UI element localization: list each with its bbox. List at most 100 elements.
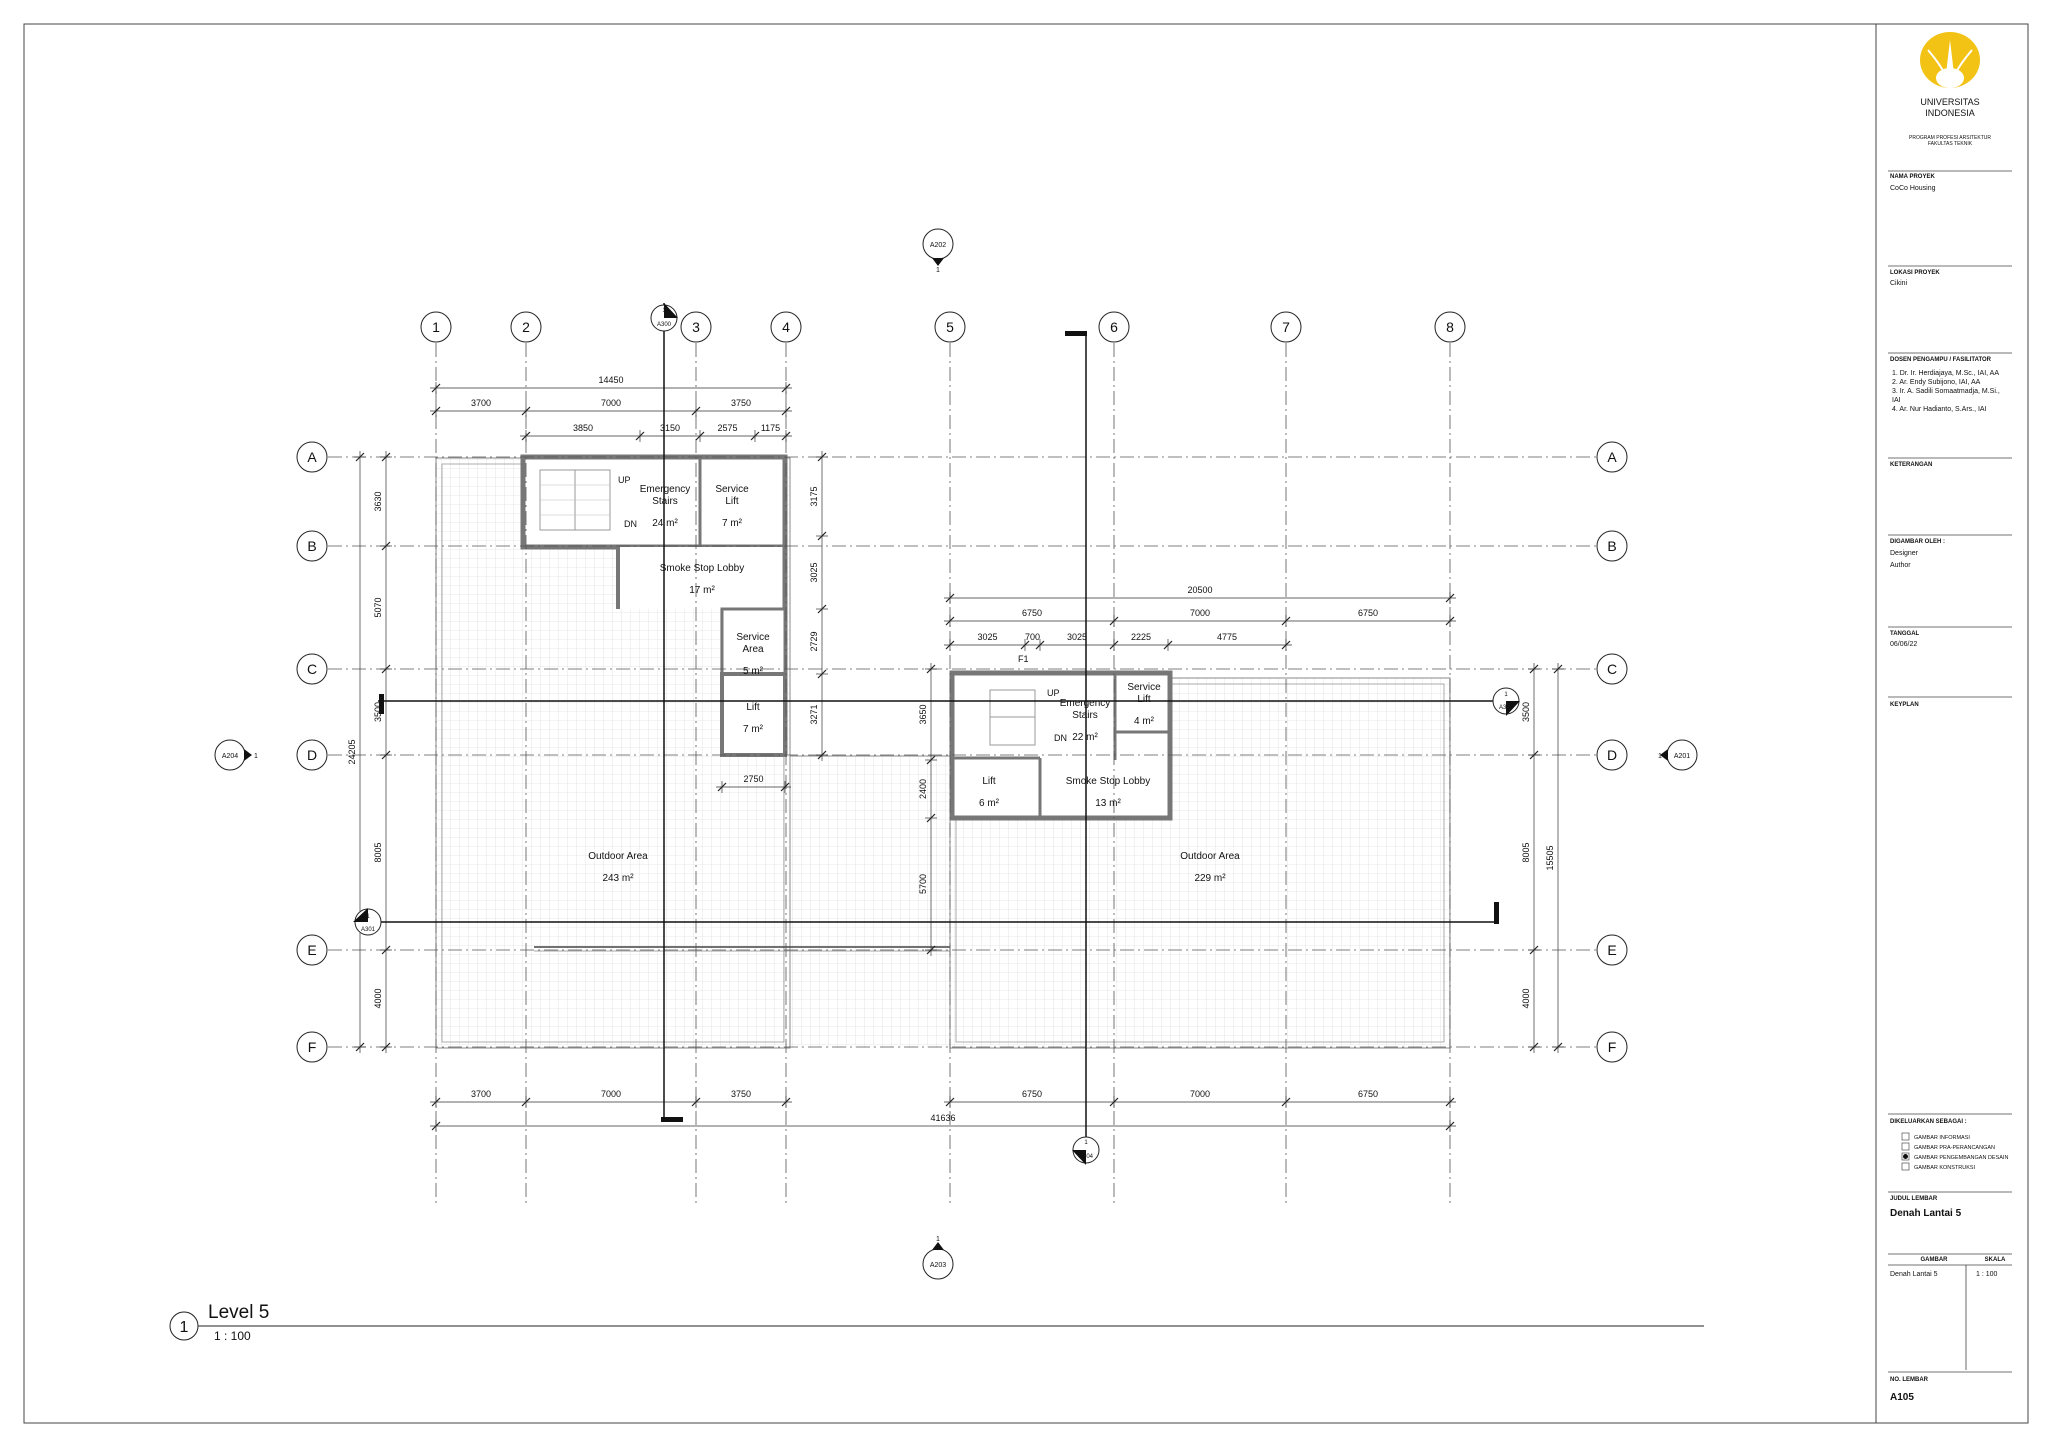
lecturer-3b: IAI <box>1892 397 1901 404</box>
date: 06/06/22 <box>1890 641 1917 648</box>
stair-f1-label: F1 <box>1018 654 1029 664</box>
dim-right-tick <box>945 616 955 626</box>
dim-right-core-text: 4775 <box>1217 632 1237 642</box>
section-tag-a301: 1 A301 <box>353 908 382 936</box>
stair-up-label-left: UP <box>618 475 631 485</box>
issued-checkbox <box>1901 1132 1910 1141</box>
dim-top-tick <box>781 406 791 416</box>
dim-bottom-right-tick <box>1109 1097 1119 1107</box>
grid-label-7: 7 <box>1282 319 1290 335</box>
grid-label-D-left: D <box>307 747 317 763</box>
grid-bubble-2 <box>510 311 542 343</box>
program-line-2: FAKULTAS TEKNIK <box>1928 141 1973 147</box>
room-9-area: 6 m² <box>979 798 1000 809</box>
title-block: UNIVERSITAS INDONESIA PROGRAM PROFESI AR… <box>1888 32 2012 1403</box>
issued-option-label: GAMBAR PENGEMBANGAN DESAIN <box>1914 1155 2008 1161</box>
grid-label-B-right: B <box>1607 538 1616 554</box>
dim-core2-left-text: 3650 <box>918 704 928 724</box>
room-4-name: Service <box>736 632 770 643</box>
dim-core1-bottom-tick <box>717 782 727 792</box>
stair-up-label-right: UP <box>1047 688 1060 698</box>
room-7-name: Stairs <box>1072 710 1098 721</box>
dim-top-text: 3750 <box>731 398 751 408</box>
dim-right-overall-vert-text: 15505 <box>1545 845 1555 870</box>
issued-label: DIKELUARKAN SEBAGAI : <box>1890 1119 1967 1125</box>
grid-label-E-right: E <box>1607 942 1616 958</box>
dim-core1-bottom-tick <box>780 782 790 792</box>
dim-left-overall-tick <box>355 1042 365 1052</box>
dim-core1-right-tick <box>817 669 827 679</box>
drawing-scale: 1 : 100 <box>1976 1271 1998 1278</box>
issued-option-label: GAMBAR INFORMASI <box>1914 1135 1970 1141</box>
grid-bubble-E-left <box>296 934 328 966</box>
dim-right-core-tick <box>1020 640 1030 650</box>
stair-dn-label-right: DN <box>1054 733 1067 743</box>
elevation-tag-a203: A203 1 <box>922 1236 954 1280</box>
dim-top-core-tick <box>750 431 760 441</box>
section-tag-a304: 1 A304 <box>1072 1136 1100 1165</box>
sheet-no-label: NO. LEMBAR <box>1890 1377 1929 1383</box>
elevation-tag-a202: A202 1 <box>922 228 954 274</box>
dim-bottom-right-tick <box>945 1097 955 1107</box>
dim-bottom-left-text: 3750 <box>731 1089 751 1099</box>
program-line-1: PROGRAM PROFESI ARSITEKTUR <box>1909 135 1991 141</box>
grid-label-3: 3 <box>692 319 700 335</box>
dim-right-core-tick <box>945 640 955 650</box>
grid-bubble-B-right <box>1596 530 1628 562</box>
university-logo <box>1920 32 1980 88</box>
project-name-label: NAMA PROYEK <box>1890 174 1935 180</box>
grid-label-C-right: C <box>1607 661 1617 677</box>
grid-bubble-F-right <box>1596 1031 1628 1063</box>
view-scale: 1 : 100 <box>214 1329 251 1343</box>
grid-bubble-F-left <box>296 1031 328 1063</box>
dim-right-tick <box>1281 616 1291 626</box>
grid-label-D-right: D <box>1607 747 1617 763</box>
grid-label-F-left: F <box>308 1039 317 1055</box>
dim-top-core-text: 2575 <box>717 423 737 433</box>
grid-bubble-A-right <box>1596 441 1628 473</box>
dim-top-core-tick <box>781 431 791 441</box>
dim-top-core-tick <box>635 431 645 441</box>
sheet-border <box>23 23 2029 1424</box>
dim-left-tick <box>381 452 391 462</box>
room-8-area: 4 m² <box>1134 716 1155 727</box>
grid-bubble-D-right <box>1596 739 1628 771</box>
dim-right-core-tick <box>1109 640 1119 650</box>
grid-label-C-left: C <box>307 661 317 677</box>
room-8-name: Lift <box>1137 694 1151 705</box>
lecturer-1: 1. Dr. Ir. Herdiajaya, M.Sc., IAI, AA <box>1892 370 1999 377</box>
dim-bottom-left-text: 7000 <box>601 1089 621 1099</box>
grid-label-1: 1 <box>432 319 440 335</box>
issued-checkbox <box>1901 1142 1910 1151</box>
issued-checkbox-mark <box>1903 1154 1908 1159</box>
view-name: Level 5 <box>208 1302 269 1323</box>
drawn-by-2: Author <box>1890 562 1911 569</box>
dim-top-overall-text: 14450 <box>598 375 623 385</box>
lecturer-3: 3. Ir. A. Sadili Somaatmadja, M.Si., <box>1892 388 2000 395</box>
dim-left-text: 8005 <box>373 842 383 862</box>
dim-left-tick <box>381 750 391 760</box>
grid-label-A-right: A <box>1607 449 1617 465</box>
dim-core2-left-text: 5700 <box>918 874 928 894</box>
dim-top-tick <box>521 406 531 416</box>
dim-top-text: 3700 <box>471 398 491 408</box>
svg-text:1: 1 <box>1084 1140 1088 1146</box>
grid-label-A-left: A <box>307 449 317 465</box>
logo-line-1: UNIVERSITAS <box>1920 97 1979 107</box>
dim-core1-bottom-text: 2750 <box>743 774 763 784</box>
location: Cikini <box>1890 280 1908 287</box>
dim-bottom-right-tick <box>1281 1097 1291 1107</box>
issued-option-label: GAMBAR KONSTRUKSI <box>1914 1165 1976 1171</box>
dim-bottom-overall-text: 41636 <box>930 1113 955 1123</box>
dim-right-overall-tick <box>945 593 955 603</box>
dim-core1-right-tick <box>817 604 827 614</box>
svg-text:A301: A301 <box>361 927 376 933</box>
dim-right-core-text: 2225 <box>1131 632 1151 642</box>
issued-checkbox <box>1901 1162 1910 1171</box>
room-7-name: Emergency <box>1060 698 1111 709</box>
drawn-by-label: DIGAMBAR OLEH : <box>1890 539 1945 545</box>
room-5-name: Lift <box>746 702 760 713</box>
dim-left-tick <box>381 664 391 674</box>
